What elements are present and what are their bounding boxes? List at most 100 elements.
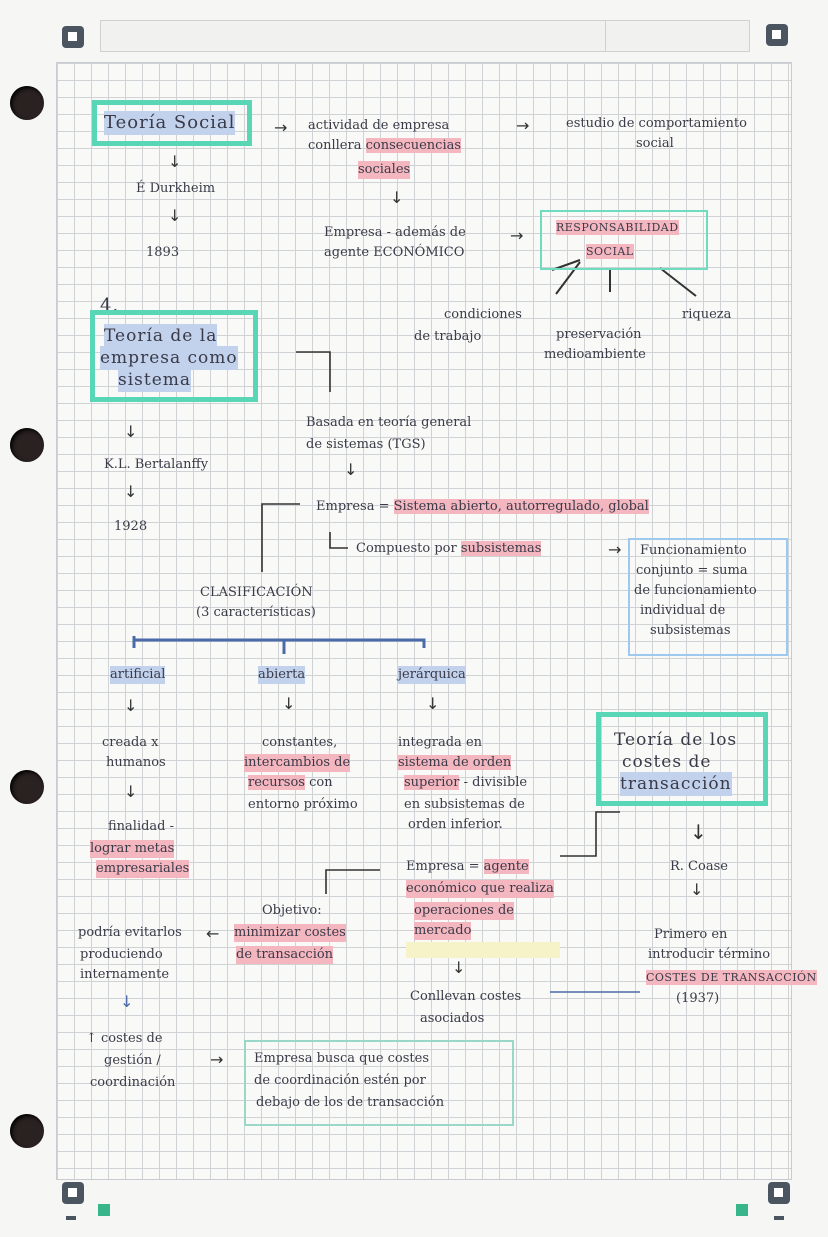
clasificacion-title: CLASIFICACIÓN	[200, 585, 313, 600]
empresa-agente-line1: Empresa = agente	[406, 859, 529, 874]
right-arrow-icon: →	[516, 116, 530, 135]
artificial-desc2: humanos	[106, 755, 166, 770]
artificial-label: artificial	[110, 666, 166, 684]
objetivo-line3: de transacción	[236, 946, 334, 964]
empresa-agente-line3: operaciones de	[414, 902, 514, 920]
actividad-line1: actividad de empresa	[308, 118, 450, 133]
binder-hole	[10, 86, 44, 120]
objetivo-line2: minimizar costes	[234, 924, 346, 942]
binder-hole	[10, 1114, 44, 1148]
green-square-marker	[98, 1204, 110, 1216]
corner-mark-top-right-icon	[766, 24, 788, 46]
corner-mark-bottom-left-icon	[62, 1182, 84, 1204]
notch-mark	[774, 1216, 784, 1220]
binder-hole	[10, 428, 44, 462]
conllevan-line1: Conllevan costes	[410, 989, 522, 1004]
left-arrow-icon: ←	[206, 924, 220, 943]
down-arrow-icon: ↓	[168, 152, 182, 171]
artificial-desc4: lograr metas	[90, 840, 175, 858]
down-arrow-icon: ↓	[690, 880, 704, 899]
jerarquica-desc3: superior - divisible	[404, 775, 528, 790]
down-arrow-icon: ↓	[124, 696, 138, 715]
primero-line2: introducir término	[648, 947, 771, 962]
down-arrow-icon: ↓	[426, 694, 440, 713]
right-arrow-icon: →	[608, 540, 622, 559]
yellow-highlight	[406, 942, 560, 958]
clasificacion-subtitle: (3 características)	[196, 605, 316, 620]
gestion-line2: gestión /	[104, 1053, 161, 1068]
empresa-ademas-line1: Empresa - además de	[324, 225, 466, 240]
teoria-costes-title3: transacción	[620, 772, 732, 796]
down-arrow-icon: ↓	[120, 992, 134, 1011]
empresa-ademas-line2: agente ECONÓMICO	[324, 245, 465, 260]
compuesto-line: Compuesto por subsistemas	[356, 541, 542, 556]
abierta-desc4: entorno próximo	[248, 797, 358, 812]
abierta-desc2: intercambios de	[244, 754, 351, 772]
funcionamiento-box	[628, 538, 788, 656]
jerarquica-desc4: en subsistemas de	[404, 797, 525, 812]
func-line1: Funcionamiento	[640, 543, 747, 558]
elbow-connector	[329, 532, 348, 549]
bertalanffy-label: K.L. Bertalanffy	[104, 457, 209, 472]
primero-line1: Primero en	[654, 927, 728, 942]
teoria-social-title: Teoría Social	[104, 111, 236, 135]
right-arrow-icon: →	[210, 1050, 224, 1069]
jerarquica-label: jerárquica	[398, 666, 466, 684]
func-line4: individual de	[640, 603, 726, 618]
jerarquica-desc2: sistema de orden	[398, 755, 512, 770]
down-arrow-icon: ↓	[124, 422, 138, 441]
coase-label: R. Coase	[670, 859, 728, 874]
durkheim-year: 1893	[146, 245, 180, 260]
gestion-line1: ↑ costes de	[86, 1031, 163, 1046]
empresa-agente-line4: mercado	[414, 922, 472, 940]
func-line3: de funcionamiento	[634, 583, 757, 598]
page-header-bar	[100, 20, 750, 52]
evitar-line2: produciendo	[80, 947, 163, 962]
coase-year: (1937)	[676, 991, 720, 1006]
basada-line1: Basada en teoría general	[306, 415, 472, 430]
jerarquica-desc1: integrada en	[398, 735, 483, 750]
artificial-desc3: finalidad -	[108, 819, 175, 834]
down-arrow-icon: ↓	[344, 460, 358, 479]
busca-line3: debajo de los de transacción	[256, 1095, 445, 1110]
down-arrow-icon: ↓	[282, 694, 296, 713]
basada-line2: de sistemas (TGS)	[306, 437, 426, 452]
teoria-costes-title1: Teoría de los	[614, 730, 738, 750]
preservacion-line1: preservación	[556, 327, 642, 342]
func-line5: subsistemas	[650, 623, 731, 638]
actividad-line2: conllera consecuencias	[308, 138, 462, 153]
empresa-busca-box	[244, 1040, 514, 1126]
teoria-costes-box	[596, 712, 768, 806]
abierta-label: abierta	[258, 666, 306, 684]
objetivo-line1: Objetivo:	[262, 903, 322, 918]
busca-line1: Empresa busca que costes	[254, 1051, 430, 1066]
teoria-sistema-title2: empresa como	[100, 346, 238, 370]
green-square-marker	[736, 1204, 748, 1216]
jerarquica-desc5: orden inferior.	[408, 817, 503, 832]
gestion-line3: coordinación	[90, 1075, 176, 1090]
artificial-desc1: creada x	[102, 735, 159, 750]
teoria-sistema-title3: sistema	[118, 368, 192, 392]
down-arrow-icon: ↓	[124, 782, 138, 801]
condiciones-line2: de trabajo	[414, 329, 482, 344]
elbow-connector	[325, 869, 380, 894]
teoria-social-box	[92, 100, 252, 146]
func-line2: conjunto = suma	[636, 563, 748, 578]
teoria-sistema-title1: Teoría de la	[104, 324, 218, 348]
primero-line3: COSTES DE TRANSACCIÓN	[646, 970, 817, 985]
down-arrow-icon: ↓	[124, 482, 138, 501]
estudio-line1: estudio de comportamiento	[566, 116, 747, 131]
responsabilidad-line2: SOCIAL	[586, 244, 634, 259]
condiciones-line1: condiciones	[444, 307, 522, 322]
elbow-connector	[296, 351, 331, 392]
abierta-desc1: constantes,	[262, 735, 338, 750]
down-arrow-icon: ↓	[390, 188, 404, 207]
notch-mark	[66, 1216, 76, 1220]
preservacion-line2: medioambiente	[544, 347, 646, 362]
teoria-costes-title2: costes de	[622, 752, 712, 772]
conllevan-line2: asociados	[420, 1011, 485, 1026]
responsabilidad-line1: RESPONSABILIDAD	[556, 220, 679, 235]
bracket-connector	[132, 636, 426, 654]
